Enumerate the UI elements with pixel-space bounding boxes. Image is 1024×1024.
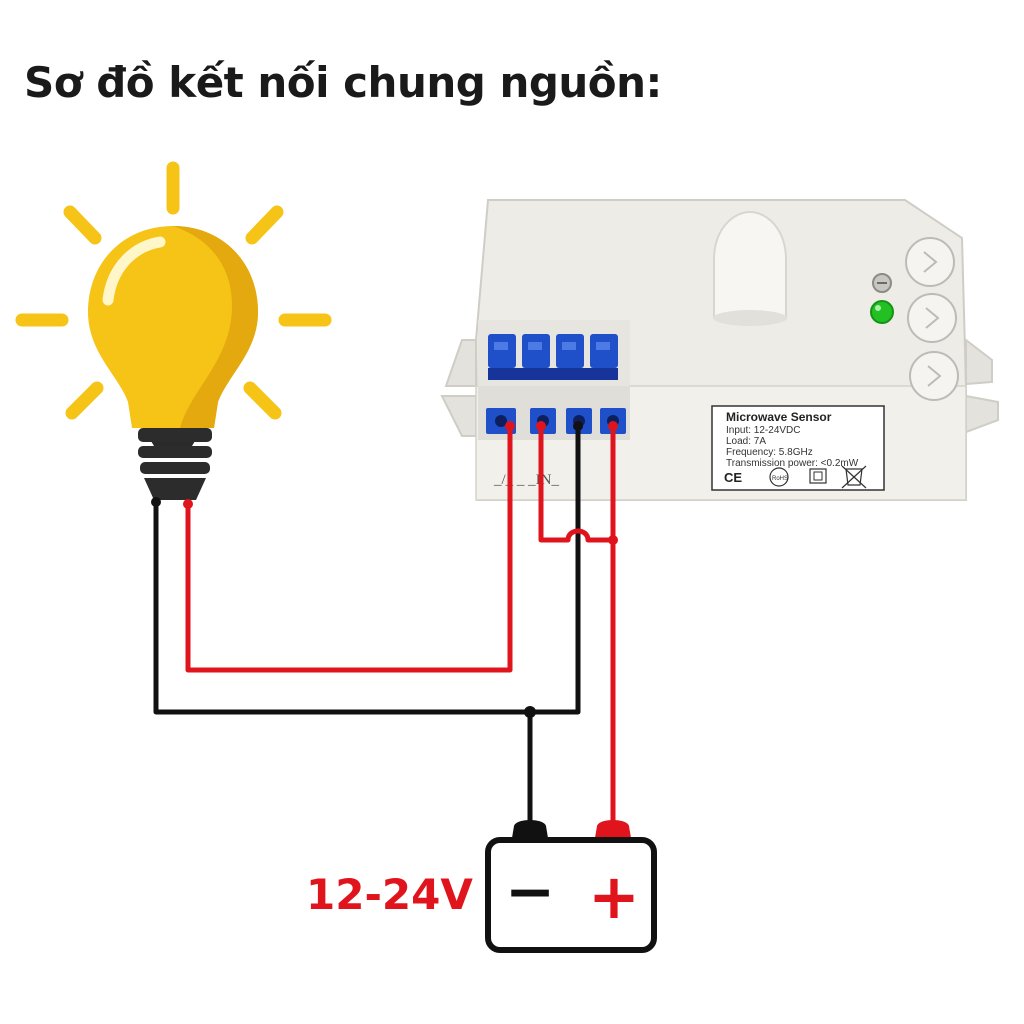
junction-dot [608,535,618,545]
sensor-label: Microwave Sensor Input: 12-24VDC Load: 7… [711,405,885,491]
label-power: Transmission power: <0.2mW [726,458,859,469]
junction-dot [524,706,536,718]
bulb-lead-dot [183,499,193,509]
sensor-dome [713,210,787,326]
adjustment-knobs [905,237,959,401]
switched-output-wire [185,426,513,673]
light-bulb-icon [15,161,332,500]
microwave-sensor-module: _/_ _ _IN_ Microwave Sensor Input: 12-24… [440,199,999,501]
blue-connector-levers [488,334,618,380]
weee-bin-icon [841,465,867,489]
rohs-mark-icon: RoHS [772,476,788,482]
terminal-sockets [486,408,626,434]
label-load: Load: 7A [726,436,766,447]
negative-wire-lamp [153,426,581,715]
battery-icon: − + [485,820,657,953]
label-frequency: Frequency: 5.8GHz [726,447,813,458]
label-title: Microwave Sensor [726,410,832,424]
battery-minus-symbol: − [505,857,555,927]
battery-plus-symbol: + [588,860,640,933]
label-input: Input: 12-24VDC [726,425,801,436]
battery-voltage-label: 12-24V [306,870,473,919]
double-insulation-icon [809,468,827,484]
light-rays [15,161,332,420]
terminal-marks: _/_ _ _IN_ [493,472,559,488]
jumper-wire [538,426,613,543]
page-title: Sơ đồ kết nối chung nguồn: [24,58,662,107]
ce-mark-icon: CE [724,470,742,485]
wires [151,421,618,822]
status-led [870,300,894,324]
bulb-lead-dot [151,497,161,507]
